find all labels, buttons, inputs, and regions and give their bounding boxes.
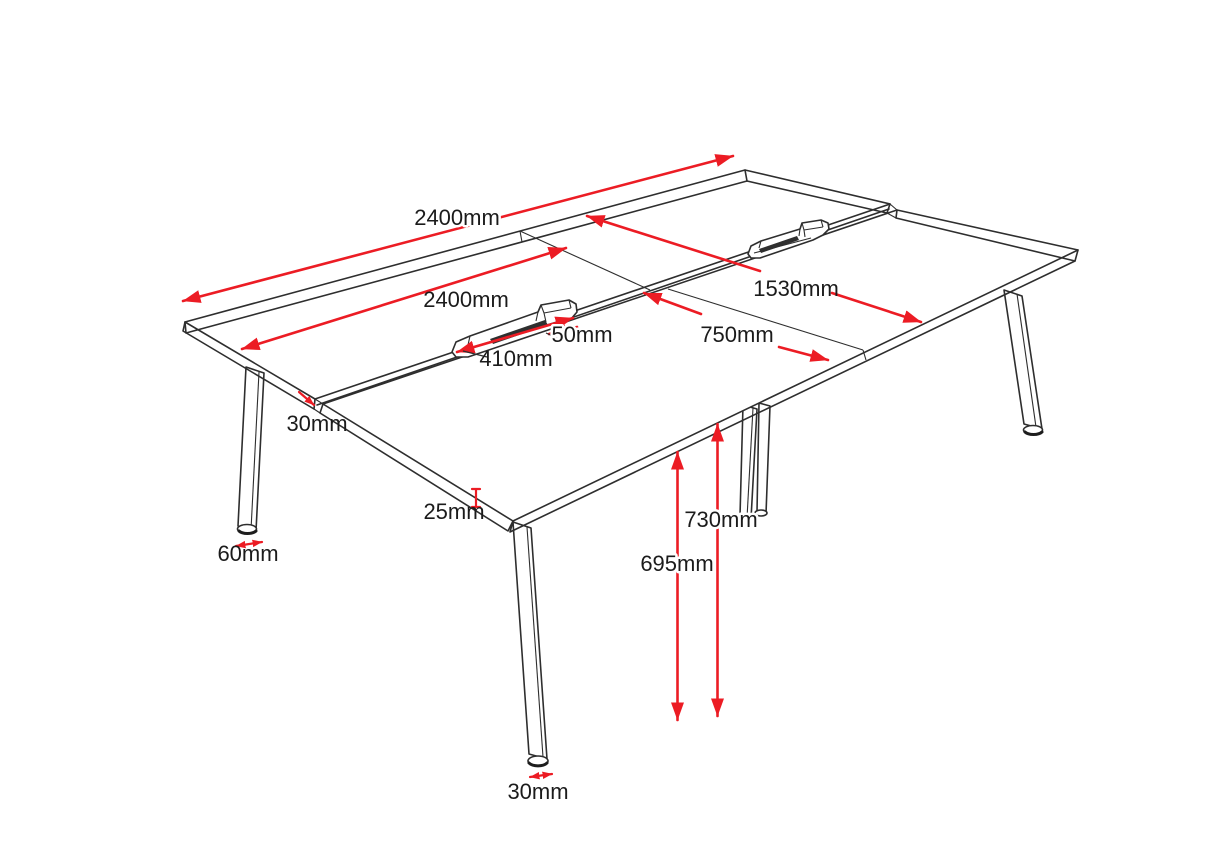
label-spine-gap: 30mm: [286, 411, 347, 436]
label-port-width: 50mm: [551, 322, 612, 347]
dim-thickness-tick: [470, 487, 482, 509]
left-leg: [236, 366, 265, 535]
label-desktop-depth: 750mm: [700, 322, 773, 347]
port-width-leader: [545, 332, 558, 339]
dim-desktop-depth-arrow-b: [777, 345, 830, 362]
right-leg: [1003, 289, 1044, 436]
dimension-lines: [181, 154, 923, 780]
label-leg-width: 30mm: [507, 779, 568, 804]
cable-port-back: [747, 219, 830, 259]
cable-slot-back: [759, 236, 799, 253]
desk-legs: [236, 289, 1044, 768]
label-top-thickness: 25mm: [423, 499, 484, 524]
label-overall-height: 730mm: [684, 507, 757, 532]
middle-rear-leg: [754, 402, 771, 517]
label-desktop-length: 2400mm: [423, 287, 509, 312]
port-length-leader: [462, 350, 488, 358]
spine-gap-left: [313, 398, 324, 414]
dim-overall-depth-arrow-a: [585, 214, 762, 273]
label-port-length: 410mm: [479, 346, 552, 371]
middle-front-leg: [738, 404, 758, 524]
label-underside-height: 695mm: [640, 551, 713, 576]
dim-overall-depth-arrow-b: [830, 291, 923, 324]
dim-desktop-depth-arrow-a: [642, 291, 703, 316]
spine-gap-right: [886, 203, 898, 219]
dimension-labels: 2400mm 2400mm 1530mm 750mm 50mm 410mm 30…: [217, 203, 839, 805]
label-foot-width: 60mm: [217, 541, 278, 566]
dim-port-width-arrow: [547, 323, 579, 337]
dim-spine-gap-arrow: [297, 390, 316, 407]
dim-leg-width-arrow: [528, 771, 554, 780]
dim-desktop-length-arrow: [240, 246, 568, 351]
dim-foot-width-arrow: [234, 539, 264, 549]
front-leg: [512, 521, 549, 768]
label-overall-depth: 1530mm: [753, 276, 839, 301]
label-overall-length: 2400mm: [414, 205, 500, 230]
